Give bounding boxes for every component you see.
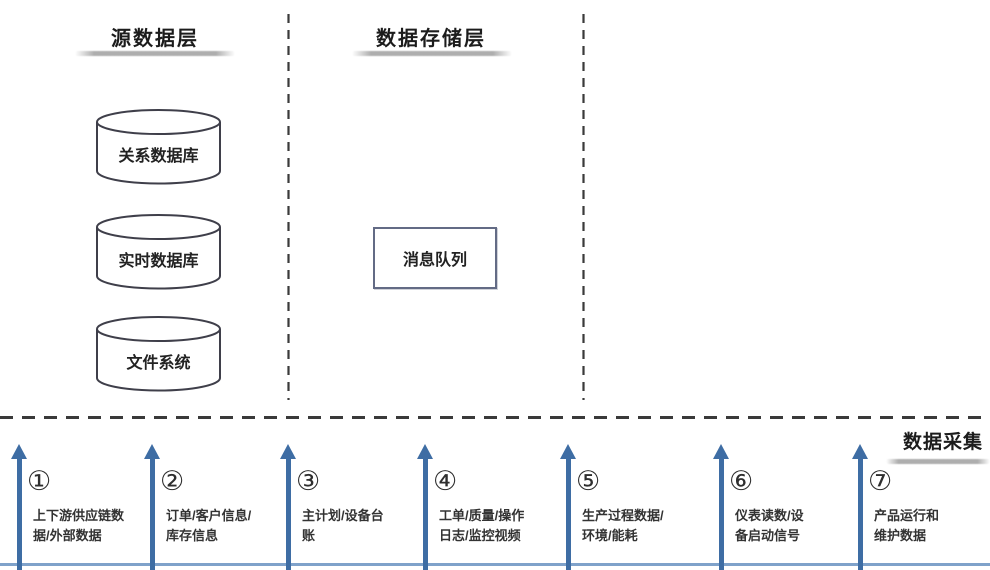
channel-label: 上下游供应链数 据/外部数据 [33,508,125,543]
up-arrow-icon [417,444,433,459]
arrow-shaft [857,457,863,570]
node-label: 实时数据库 [118,253,199,270]
up-arrow-icon [852,444,868,459]
arrow-shaft [16,457,22,570]
collection-channel-6: ⑥ 仪表读数/设 备启动信号 [713,444,804,570]
collection-channel-7: ⑦ 产品运行和 维护数据 [852,444,939,570]
node-relational-db: 关系数据库 [95,108,222,186]
channel-label: 仪表读数/设 备启动信号 [735,508,804,543]
collection-channel-3: ③ 主计划/设备台 账 [280,444,384,570]
arrow-shaft [149,457,155,570]
up-arrow-icon [144,444,160,459]
node-file-system: 文件系统 [95,315,222,393]
channel-number: ② [160,466,185,496]
channel-number: ⑥ [729,466,754,496]
channel-number: ① [27,466,52,496]
channel-number: ③ [296,466,321,496]
channel-number: ⑦ [868,466,893,496]
storage-layer-title: 数据存储层 [376,28,486,50]
database-cylinder-icon [96,316,221,392]
channel-label: 主计划/设备台 账 [302,508,384,543]
database-cylinder-icon [96,214,221,290]
up-arrow-icon [713,444,729,459]
collection-channel-1: ① 上下游供应链数 据/外部数据 [11,444,124,570]
collection-channel-2: ② 订单/客户信息/ 库存信息 [144,444,251,570]
node-label: 关系数据库 [118,148,199,165]
node-label: 文件系统 [126,355,191,372]
database-cylinder-icon [96,109,221,185]
collection-underline [886,459,990,464]
up-arrow-icon [560,444,576,459]
storage-layer-underline [352,51,512,56]
arrow-shaft [422,457,428,570]
channel-label: 工单/质量/操作 日志/监控视频 [439,508,525,543]
up-arrow-icon [280,444,296,459]
source-layer-underline [75,51,235,56]
collection-channel-5: ⑤ 生产过程数据/ 环境/能耗 [560,444,664,570]
node-realtime-db: 实时数据库 [95,213,222,291]
channel-label: 生产过程数据/ 环境/能耗 [582,508,664,543]
channel-label: 产品运行和 维护数据 [874,508,940,543]
channel-number: ④ [433,466,458,496]
node-message-queue: 消息队列 [373,227,497,289]
collection-channel-4: ④ 工单/质量/操作 日志/监控视频 [417,444,524,570]
node-label: 消息队列 [402,252,467,269]
source-layer-title: 源数据层 [111,28,199,50]
collection-title: 数据采集 [902,432,983,453]
arrow-shaft [718,457,724,570]
up-arrow-icon [11,444,27,459]
arrow-shaft [565,457,571,570]
channel-number: ⑤ [576,466,601,496]
channel-label: 订单/客户信息/ 库存信息 [166,508,252,543]
arrow-shaft [285,457,291,570]
